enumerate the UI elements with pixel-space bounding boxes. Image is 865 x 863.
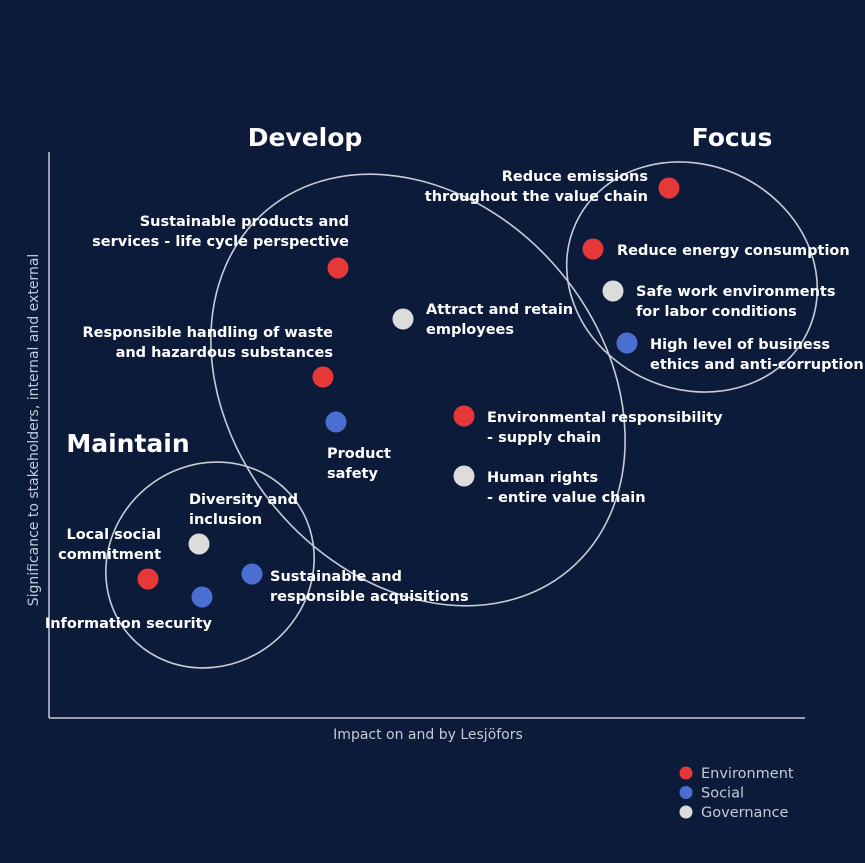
data-point: Safe work environments for labor conditio… — [602, 280, 835, 320]
point-label: commitment — [58, 547, 161, 563]
point-label: Local social — [66, 527, 161, 543]
point-marker-social — [616, 332, 638, 354]
zone-title-maintain: Maintain — [66, 429, 189, 458]
point-marker-environment — [658, 177, 680, 199]
point-label: ethics and anti-corruption — [650, 357, 864, 373]
axes: Impact on and by Lesjöfors Significance … — [26, 152, 805, 743]
legend-label-social: Social — [701, 786, 744, 802]
point-label: inclusion — [189, 512, 262, 528]
data-point: Sustainable products and services - life … — [92, 214, 349, 279]
point-label: services - life cycle perspective — [92, 234, 349, 250]
point-label: Reduce emissions — [502, 169, 648, 185]
legend-swatch-social — [679, 786, 693, 799]
point-marker-environment — [137, 568, 159, 590]
point-marker-environment — [453, 405, 475, 427]
zone-outline-develop — [210, 173, 626, 607]
data-point: Reduce energy consumption — [582, 238, 850, 260]
data-point: Information security — [45, 586, 213, 632]
point-label: Information security — [45, 616, 213, 632]
point-label: Sustainable and — [270, 569, 402, 585]
point-marker-environment — [327, 257, 349, 279]
data-point: Human rights - entire value chain — [453, 465, 646, 506]
point-label: Reduce energy consumption — [617, 243, 850, 259]
points: Reduce emissions throughout the value cha… — [45, 169, 864, 632]
point-marker-governance — [453, 465, 475, 487]
data-point: High level of business ethics and anti-co… — [616, 332, 864, 373]
data-point: Environmental responsibility - supply cha… — [453, 405, 723, 446]
point-label: for labor conditions — [636, 304, 797, 320]
point-label: Responsible handling of waste — [82, 325, 333, 341]
point-label: employees — [426, 322, 514, 338]
legend-label-environment: Environment — [701, 766, 794, 782]
legend-swatch-environment — [679, 766, 693, 780]
point-marker-governance — [602, 280, 624, 302]
point-label: Environmental responsibility — [487, 410, 723, 426]
point-marker-social — [241, 563, 263, 585]
data-point: Sustainable and responsible acquisitions — [241, 563, 469, 605]
zone-title-develop: Develop — [248, 123, 363, 152]
point-label: - supply chain — [487, 430, 601, 446]
legend-swatch-governance — [679, 805, 693, 819]
y-axis-label: Significance to stakeholders, internal a… — [26, 254, 42, 607]
legend-label-governance: Governance — [701, 805, 789, 821]
zone-title-focus: Focus — [692, 123, 773, 152]
point-marker-environment — [312, 366, 334, 388]
point-label: - entire value chain — [487, 490, 646, 506]
data-point: Product safety — [325, 411, 391, 482]
point-label: High level of business — [650, 337, 830, 353]
data-point: Diversity and inclusion — [188, 492, 298, 555]
data-point: Attract and retain employees — [392, 302, 573, 338]
point-label: throughout the value chain — [425, 189, 648, 205]
zone-outline-focus — [565, 161, 819, 393]
point-label: Product — [327, 446, 391, 462]
data-point: Responsible handling of waste and hazardo… — [82, 325, 334, 388]
point-marker-governance — [392, 308, 414, 330]
point-marker-social — [325, 411, 347, 433]
point-marker-social — [191, 586, 213, 608]
point-marker-governance — [188, 533, 210, 555]
point-label: safety — [327, 466, 378, 482]
data-point: Local social commitment — [58, 527, 161, 590]
zone-outline-maintain — [105, 461, 315, 669]
point-label: Attract and retain — [426, 302, 573, 318]
point-label: Diversity and — [189, 492, 298, 508]
data-point: Reduce emissions throughout the value cha… — [425, 169, 680, 205]
x-axis-label: Impact on and by Lesjöfors — [333, 727, 523, 743]
point-label: responsible acquisitions — [270, 589, 469, 605]
point-label: and hazardous substances — [116, 345, 333, 361]
point-label: Human rights — [487, 470, 598, 486]
point-marker-environment — [582, 238, 604, 260]
point-label: Sustainable products and — [140, 214, 349, 230]
point-label: Safe work environments — [636, 284, 835, 300]
